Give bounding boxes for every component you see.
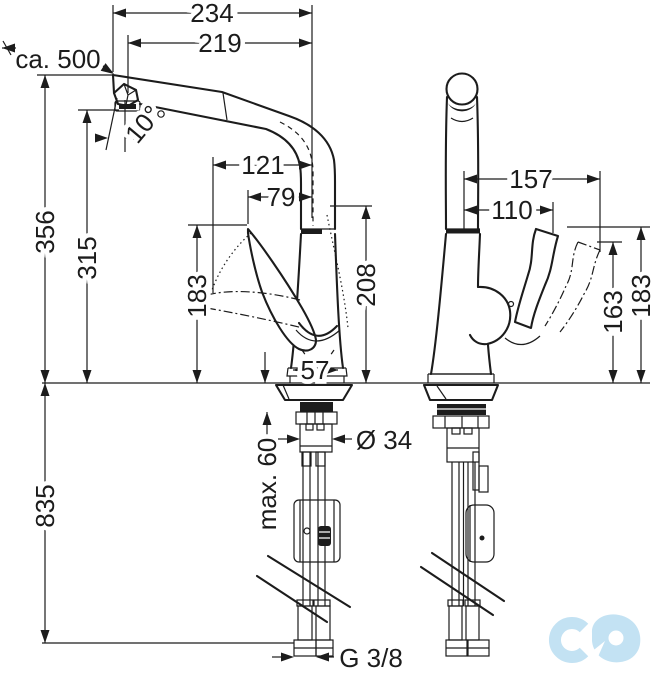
shop-logo-watermark [548,614,641,663]
dim-label-79: 79 [267,182,296,212]
front-view-faucet [419,72,601,657]
dim-label-234: 234 [190,0,233,28]
dim-label-315: 315 [72,236,102,279]
dim-label-208: 208 [351,263,381,306]
dim-hose-pullout-ca500: ca. 500 [2,40,117,79]
dim-max-counter-thickness-60: max. 60 [248,412,287,535]
dim-label-183-side: 183 [182,274,212,317]
dim-overall-reach-234: 234 [112,0,313,218]
dim-label-183-front: 183 [626,274,656,317]
logo-notch [590,641,605,659]
dim-hose-length-835: 835 [26,383,294,644]
dim-base-width-57: 57 [293,351,338,390]
dim-shank-diameter-34: Ø 34 [278,421,417,460]
dim-label-110: 110 [491,195,532,225]
dim-label-121: 121 [241,150,284,180]
dim-label-max60: max. 60 [252,438,282,531]
dim-label-356: 356 [30,210,60,253]
dim-label-163: 163 [598,290,628,333]
dim-handle-height-163: 163 [594,241,633,383]
dim-label-g38: G 3/8 [339,643,403,673]
dim-handle-height-183-front: 183 [567,226,657,383]
dim-label-57: 57 [301,355,330,385]
dim-label-ca500: ca. 500 [15,44,100,74]
logo-ring-icon [548,617,589,663]
dim-body-height-208: 208 [330,205,386,383]
dim-thread-size-g38: G 3/8 [272,639,407,675]
dim-label-219: 219 [198,28,241,58]
dim-spout-height-356: 356 [26,74,113,383]
dim-datum-pointer [260,352,270,383]
dim-label-157: 157 [509,164,552,194]
dim-handle-reach-121: 121 [212,146,312,293]
dim-aerator-height-315: 315 [68,109,119,383]
dim-label-835: 835 [30,484,60,527]
dim-handle-width-110: 110 [464,191,554,233]
dim-handle-reach-inner-79: 79 [247,178,312,224]
logo-hole [608,630,624,646]
dim-spout-reach-219: 219 [127,24,312,93]
side-view-faucet [111,73,354,657]
dim-handle-height-183-side: 183 [178,224,247,383]
dim-handle-span-157: 157 [463,160,601,252]
dim-label-dia34: Ø 34 [356,425,412,455]
